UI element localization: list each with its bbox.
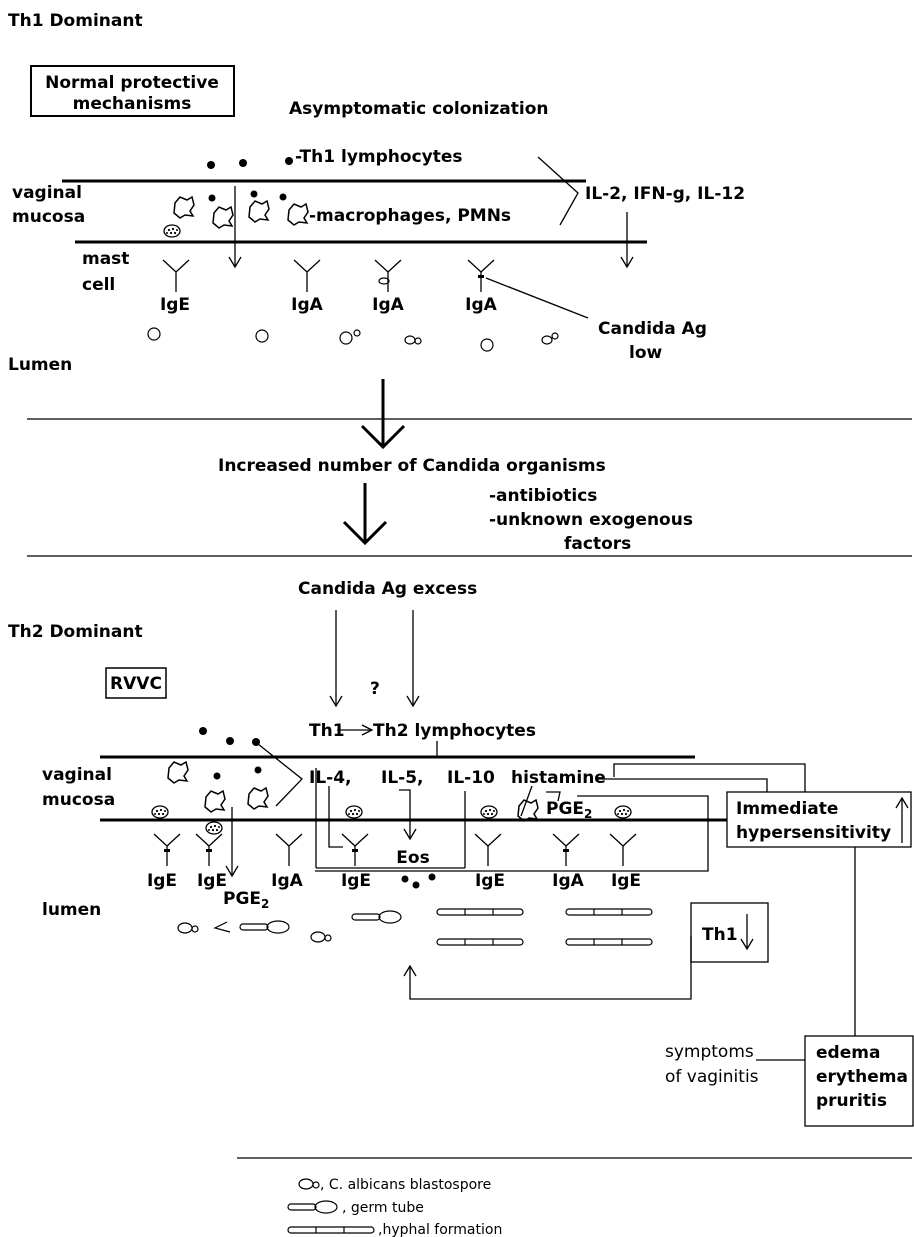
iga-label-top-1: IgA xyxy=(291,295,323,315)
th2-lymphocyte-dots xyxy=(199,727,260,746)
legend-germ-tube-label: , germ tube xyxy=(342,1200,424,1216)
ige-label-bottom-2: IgE xyxy=(197,871,227,891)
iga-label-bottom-2: IgA xyxy=(552,871,584,891)
pge2-label-lumen: PGE2 xyxy=(223,889,269,911)
low-label: low xyxy=(629,343,663,363)
eos-label: Eos xyxy=(396,848,429,868)
il4-label: IL-4, xyxy=(309,768,352,788)
rvvc-label: RVVC xyxy=(110,674,162,694)
cytokine-bracket xyxy=(537,156,579,226)
normal-protective-box xyxy=(30,65,235,117)
factors-label: factors xyxy=(564,534,631,554)
lumen-label-bottom: lumen xyxy=(42,900,101,920)
histamine-label: histamine xyxy=(511,768,606,788)
candida-ag-label-top: Candida Ag xyxy=(598,319,707,339)
erythema-label: erythema xyxy=(816,1067,908,1087)
normal-protective-label-line2: mechanisms xyxy=(73,94,192,114)
lumen-label-top: Lumen xyxy=(8,355,72,375)
cell-label: cell xyxy=(82,275,115,295)
cytokine-effect-lines xyxy=(225,763,806,878)
il10-label: IL-10 xyxy=(447,768,495,788)
iga-antibody-bottom-1 xyxy=(275,833,303,867)
asymptomatic-colonization-label: Asymptomatic colonization xyxy=(289,99,548,119)
ige-label-top: IgE xyxy=(160,295,190,315)
macrophage-pmn-cells xyxy=(173,190,309,229)
th2-cytokine-bracket xyxy=(257,741,438,807)
th1-lymphocytes-label: -Th1 lymphocytes xyxy=(295,147,463,167)
th1-lymphocyte-dots xyxy=(207,157,293,169)
mast-label: mast xyxy=(82,249,129,269)
ige-label-bottom-3: IgE xyxy=(341,871,371,891)
rvvc-box xyxy=(105,667,167,699)
iga-antibody-top-2 xyxy=(374,259,402,293)
th1-down-arrow xyxy=(740,914,754,951)
ige-antibody-bottom-4 xyxy=(474,833,502,867)
feedback-loop xyxy=(403,936,692,1000)
mucosa-label-bottom: mucosa xyxy=(42,790,115,810)
th2-dominant-title: Th2 Dominant xyxy=(8,622,143,642)
iga-label-top-2: IgA xyxy=(372,295,404,315)
th1-dominant-title: Th1 Dominant xyxy=(8,11,143,31)
bound-antigen-top xyxy=(378,275,484,285)
hypersensitivity-label: hypersensitivity xyxy=(736,823,891,843)
excess-arrows xyxy=(329,610,420,708)
legend-hyphal-icon xyxy=(287,1226,375,1234)
unknown-exogenous-label: -unknown exogenous xyxy=(489,510,693,530)
lumen-organisms-top xyxy=(147,327,559,352)
legend-blastospore-icon xyxy=(298,1178,320,1190)
legend-blastospore-label: , C. albicans blastospore xyxy=(320,1177,491,1193)
vaginal-label-top: vaginal xyxy=(12,183,82,203)
bound-antigen-bottom xyxy=(164,849,569,852)
hypersensitivity-up-arrow xyxy=(895,796,909,843)
antibiotics-label: -antibiotics xyxy=(489,486,597,506)
il5-label: IL-5, xyxy=(381,768,424,788)
legend-hyphal-label: ,hyphal formation xyxy=(378,1222,502,1237)
candida-ag-pointer xyxy=(485,277,589,319)
iga-antibody-top-1 xyxy=(293,259,321,293)
th1-suppressed-label: Th1 xyxy=(702,925,738,945)
edema-label: edema xyxy=(816,1043,880,1063)
legend-germ-tube-icon xyxy=(287,1200,338,1214)
iga-label-top-3: IgA xyxy=(465,295,497,315)
pruritis-label: pruritis xyxy=(816,1091,887,1111)
immediate-hypersensitivity-box xyxy=(726,791,912,848)
increased-number-label: Increased number of Candida organisms xyxy=(218,456,606,476)
th2-lymphocytes-label: Th2 lymphocytes xyxy=(373,721,536,741)
ige-antibody-top xyxy=(162,259,190,293)
ige-label-bottom-5: IgE xyxy=(611,871,641,891)
th1-label-bottom: Th1 xyxy=(309,721,345,741)
symptoms-label: symptoms xyxy=(665,1042,754,1062)
eosinophil-dots xyxy=(401,873,436,889)
cytokines-label-top: IL-2, IFN-g, IL-12 xyxy=(585,184,745,204)
ige-label-bottom-1: IgE xyxy=(147,871,177,891)
iga-label-bottom-1: IgA xyxy=(271,871,303,891)
th1-suppressed-box xyxy=(690,902,769,963)
mast-cell-top xyxy=(163,224,181,238)
symptoms-box xyxy=(804,1035,914,1127)
normal-protective-label-line1: Normal protective xyxy=(45,73,219,93)
macrophages-label: -macrophages, PMNs xyxy=(309,206,511,226)
of-vaginitis-label: of vaginitis xyxy=(665,1067,759,1087)
pge2-label-mucosa: PGE2 xyxy=(546,799,592,821)
ige-antibody-bottom-5 xyxy=(609,833,637,867)
lumen-organisms-bottom xyxy=(177,908,653,946)
ige-label-bottom-4: IgE xyxy=(475,871,505,891)
vaginal-label-bottom: vaginal xyxy=(42,765,112,785)
immediate-label: Immediate xyxy=(736,799,838,819)
question-mark: ? xyxy=(370,679,380,699)
mucosa-label-top: mucosa xyxy=(12,207,85,227)
macrophage-cells-bottom xyxy=(167,761,269,813)
candida-ag-excess-label: Candida Ag excess xyxy=(298,579,477,599)
